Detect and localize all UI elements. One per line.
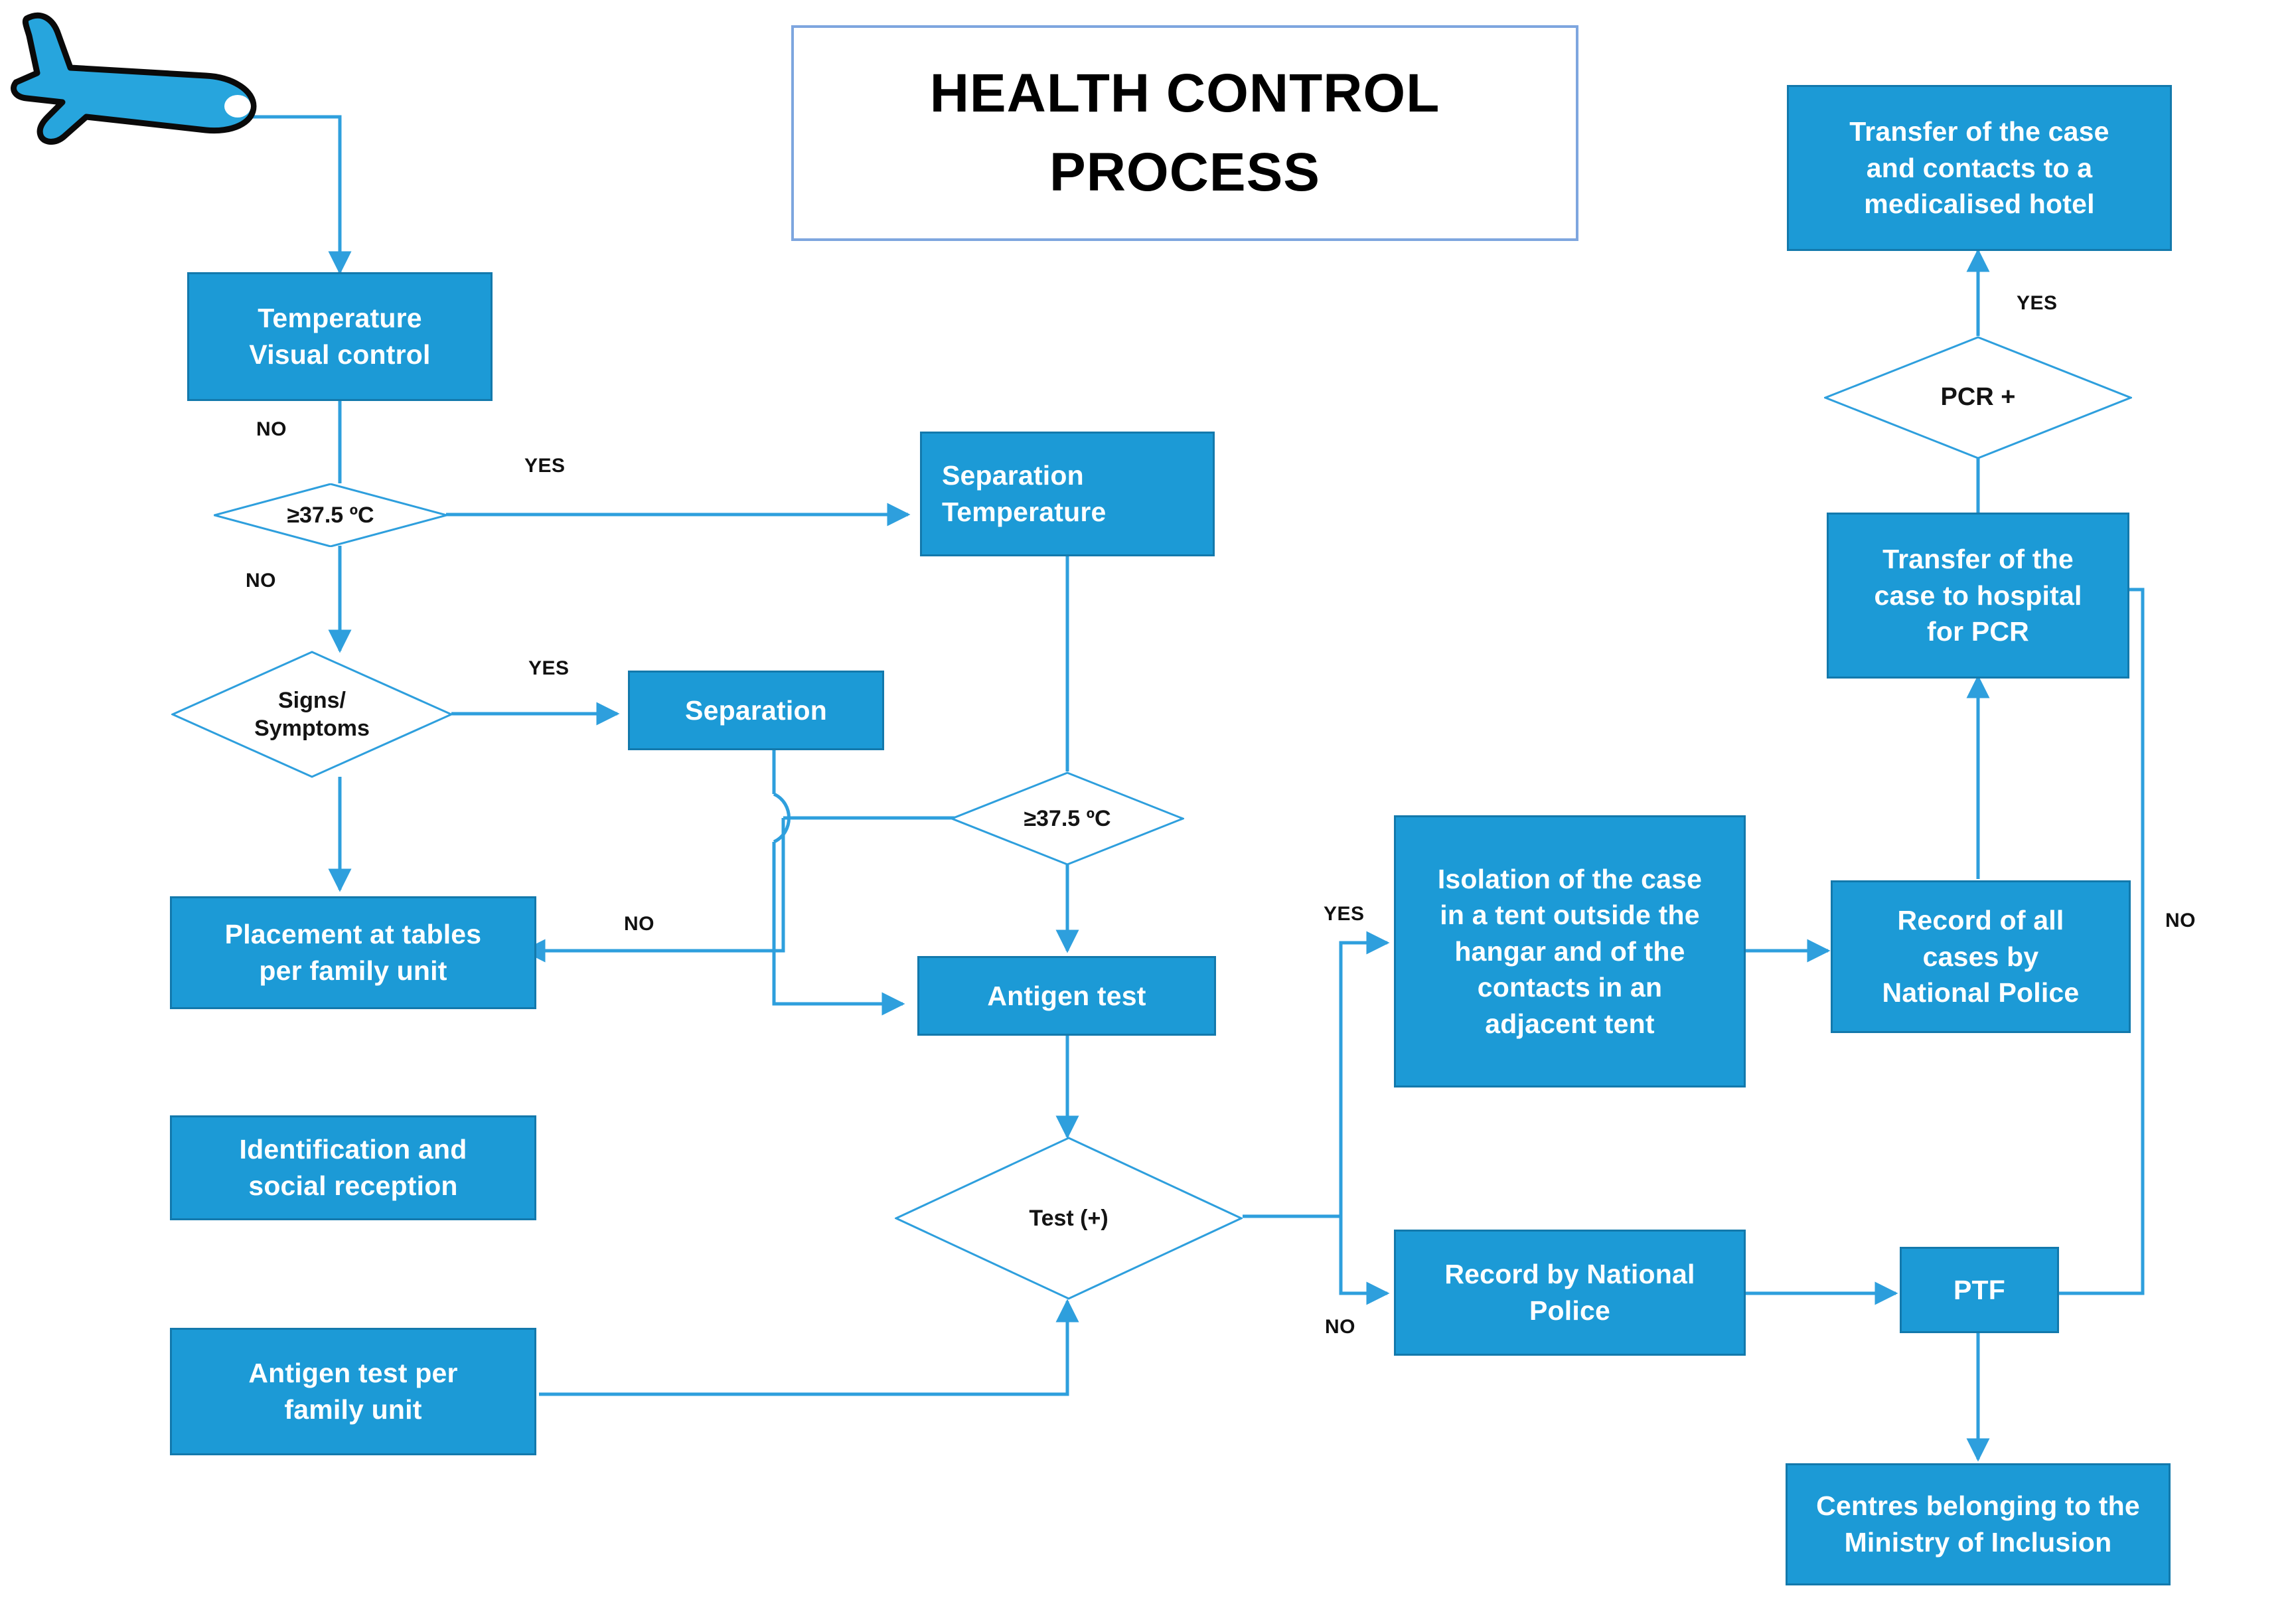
node-label: PTF bbox=[1953, 1274, 2006, 1305]
node-label: Separation bbox=[685, 694, 827, 726]
node-label: Antigen test bbox=[987, 980, 1146, 1011]
node-separation[interactable]: Separation bbox=[628, 671, 884, 750]
decision-label: ≥37.5 ºC bbox=[287, 502, 374, 528]
node-label: Transfer of the case to hospital for PCR bbox=[1874, 544, 2082, 647]
decision-label: PCR + bbox=[1940, 383, 2016, 412]
node-label: Separation Temperature bbox=[942, 460, 1107, 527]
decision-temperature-threshold-2[interactable]: ≥37.5 ºC bbox=[951, 771, 1184, 866]
node-label: Record of all cases by National Police bbox=[1882, 905, 2080, 1008]
node-ptf[interactable]: PTF bbox=[1900, 1247, 2059, 1333]
edge-label-no-temp-box: NO bbox=[256, 418, 287, 440]
node-identification-social-reception[interactable]: Identification and social reception bbox=[170, 1115, 536, 1220]
decision-label: ≥37.5 ºC bbox=[1024, 805, 1111, 831]
edge-label-no-temp-threshold-1: NO bbox=[246, 570, 276, 592]
node-isolation-of-case-in-tent[interactable]: Isolation of the case in a tent outside … bbox=[1394, 815, 1746, 1087]
decision-test-positive[interactable]: Test (+) bbox=[895, 1137, 1243, 1300]
decision-label: Test (+) bbox=[1029, 1205, 1109, 1231]
node-label: Identification and social reception bbox=[239, 1134, 467, 1201]
node-transfer-case-and-contacts-to-medicalised-hotel[interactable]: Transfer of the case and contacts to a m… bbox=[1787, 85, 2172, 251]
node-record-by-national-police[interactable]: Record by National Police bbox=[1394, 1230, 1746, 1356]
title-line-2: PROCESS bbox=[1049, 141, 1320, 202]
node-transfer-case-to-hospital-for-pcr[interactable]: Transfer of the case to hospital for PCR bbox=[1827, 513, 2129, 679]
edge-label-no-temp-threshold-2: NO bbox=[624, 913, 654, 935]
node-label: Placement at tables per family unit bbox=[224, 919, 482, 986]
edge-label-yes-pcr-positive: YES bbox=[2017, 292, 2058, 314]
node-antigen-test[interactable]: Antigen test bbox=[917, 956, 1216, 1036]
node-centres-ministry-of-inclusion[interactable]: Centres belonging to the Ministry of Inc… bbox=[1786, 1463, 2171, 1585]
node-antigen-test-per-family-unit[interactable]: Antigen test per family unit bbox=[170, 1328, 536, 1455]
title-line-1: HEALTH CONTROL bbox=[929, 62, 1440, 123]
edge-label-yes-signs-symptoms: YES bbox=[528, 657, 570, 679]
edge-label-no-test-positive: NO bbox=[1325, 1316, 1355, 1338]
node-temperature-visual-control[interactable]: Temperature Visual control bbox=[187, 272, 493, 401]
node-label: Transfer of the case and contacts to a m… bbox=[1849, 116, 2109, 220]
node-separation-temperature[interactable]: Separation Temperature bbox=[920, 432, 1215, 556]
node-label: Record by National Police bbox=[1444, 1259, 1695, 1326]
airplane-icon bbox=[7, 7, 292, 159]
decision-signs-symptoms[interactable]: Signs/ Symptoms bbox=[171, 651, 453, 778]
node-label: Isolation of the case in a tent outside … bbox=[1437, 863, 1703, 1039]
decision-label: Signs/ Symptoms bbox=[254, 687, 370, 742]
node-record-of-all-cases-by-national-police[interactable]: Record of all cases by National Police bbox=[1831, 880, 2131, 1033]
page-title: HEALTH CONTROL PROCESS bbox=[791, 25, 1578, 241]
decision-temperature-threshold-1[interactable]: ≥37.5 ºC bbox=[214, 483, 447, 547]
node-label: Temperature Visual control bbox=[249, 303, 431, 370]
edge-label-yes-test-positive: YES bbox=[1324, 903, 1365, 925]
node-label: Antigen test per family unit bbox=[248, 1358, 458, 1425]
edge-label-yes-temp-threshold-1: YES bbox=[524, 455, 566, 477]
node-placement-at-tables[interactable]: Placement at tables per family unit bbox=[170, 896, 536, 1009]
decision-pcr-positive[interactable]: PCR + bbox=[1824, 336, 2132, 459]
node-label: Centres belonging to the Ministry of Inc… bbox=[1816, 1490, 2140, 1558]
edge-label-no-pcr-path: NO bbox=[2165, 910, 2196, 931]
